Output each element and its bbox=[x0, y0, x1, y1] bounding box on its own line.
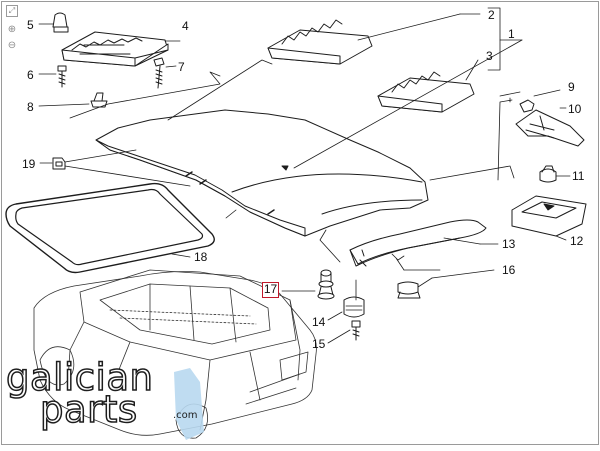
label-18[interactable]: 18 bbox=[194, 250, 208, 264]
label-1[interactable]: 1 bbox=[508, 27, 515, 41]
part-4-dome-lamp[interactable] bbox=[61, 31, 181, 67]
part-5-bulb[interactable] bbox=[38, 12, 69, 33]
label-12[interactable]: 12 bbox=[570, 234, 584, 248]
label-2[interactable]: 2 bbox=[488, 8, 495, 22]
label-6[interactable]: 6 bbox=[27, 68, 34, 82]
part-13-handle-strip[interactable] bbox=[349, 219, 499, 271]
label-3[interactable]: 3 bbox=[486, 49, 493, 63]
label-4[interactable]: 4 bbox=[182, 19, 189, 33]
fit-screen-icon[interactable]: ⤢ bbox=[6, 5, 18, 17]
part-17-plug[interactable] bbox=[281, 269, 335, 300]
part-8-clip[interactable] bbox=[38, 92, 108, 108]
part-11-clip[interactable] bbox=[539, 165, 571, 183]
label-16[interactable]: 16 bbox=[502, 263, 516, 277]
label-13[interactable]: 13 bbox=[502, 237, 516, 251]
zoom-out-icon[interactable]: ⊖ bbox=[7, 40, 17, 51]
part-10-bracket[interactable] bbox=[515, 107, 585, 147]
zoom-in-icon[interactable]: ⊕ bbox=[7, 24, 17, 35]
headliner-contour bbox=[69, 59, 515, 263]
part-19-clip[interactable] bbox=[39, 149, 191, 187]
label-15[interactable]: 15 bbox=[312, 337, 326, 351]
label-17-selected[interactable]: 17 bbox=[262, 282, 279, 298]
car-illustration bbox=[33, 269, 317, 439]
car-highlight-region bbox=[174, 368, 204, 440]
detail-bracket bbox=[497, 99, 513, 181]
label-14[interactable]: 14 bbox=[312, 315, 326, 329]
part-7-screw[interactable] bbox=[153, 57, 177, 89]
label-5[interactable]: 5 bbox=[27, 18, 34, 32]
label-10[interactable]: 10 bbox=[568, 102, 582, 116]
label-9[interactable]: 9 bbox=[568, 80, 575, 94]
part-16-cap[interactable] bbox=[397, 269, 495, 299]
part-labels: 2 1 3 4 5 6 7 8 9 10 11 12 13 14 15 16 1… bbox=[22, 8, 585, 351]
part-3-lamp-bracket[interactable] bbox=[377, 59, 479, 113]
label-8[interactable]: 8 bbox=[27, 100, 34, 114]
watermark-line1: galician bbox=[5, 356, 154, 399]
part-18-sunroof-seal[interactable] bbox=[5, 182, 215, 274]
part-2-lamp-bracket[interactable] bbox=[267, 13, 481, 65]
part-1-headliner[interactable] bbox=[95, 39, 523, 237]
label-19[interactable]: 19 bbox=[22, 157, 36, 171]
watermark-line2: parts bbox=[39, 388, 138, 431]
part-14-fastener[interactable] bbox=[327, 279, 365, 321]
label-11[interactable]: 11 bbox=[572, 169, 585, 183]
part-12-reading-lamp[interactable] bbox=[511, 195, 587, 241]
watermark-suffix: .com bbox=[173, 410, 198, 421]
part-9-clip[interactable] bbox=[519, 89, 561, 113]
label-7[interactable]: 7 bbox=[178, 60, 185, 74]
part-6-screw[interactable] bbox=[38, 65, 67, 88]
part-15-screw[interactable] bbox=[327, 320, 361, 344]
